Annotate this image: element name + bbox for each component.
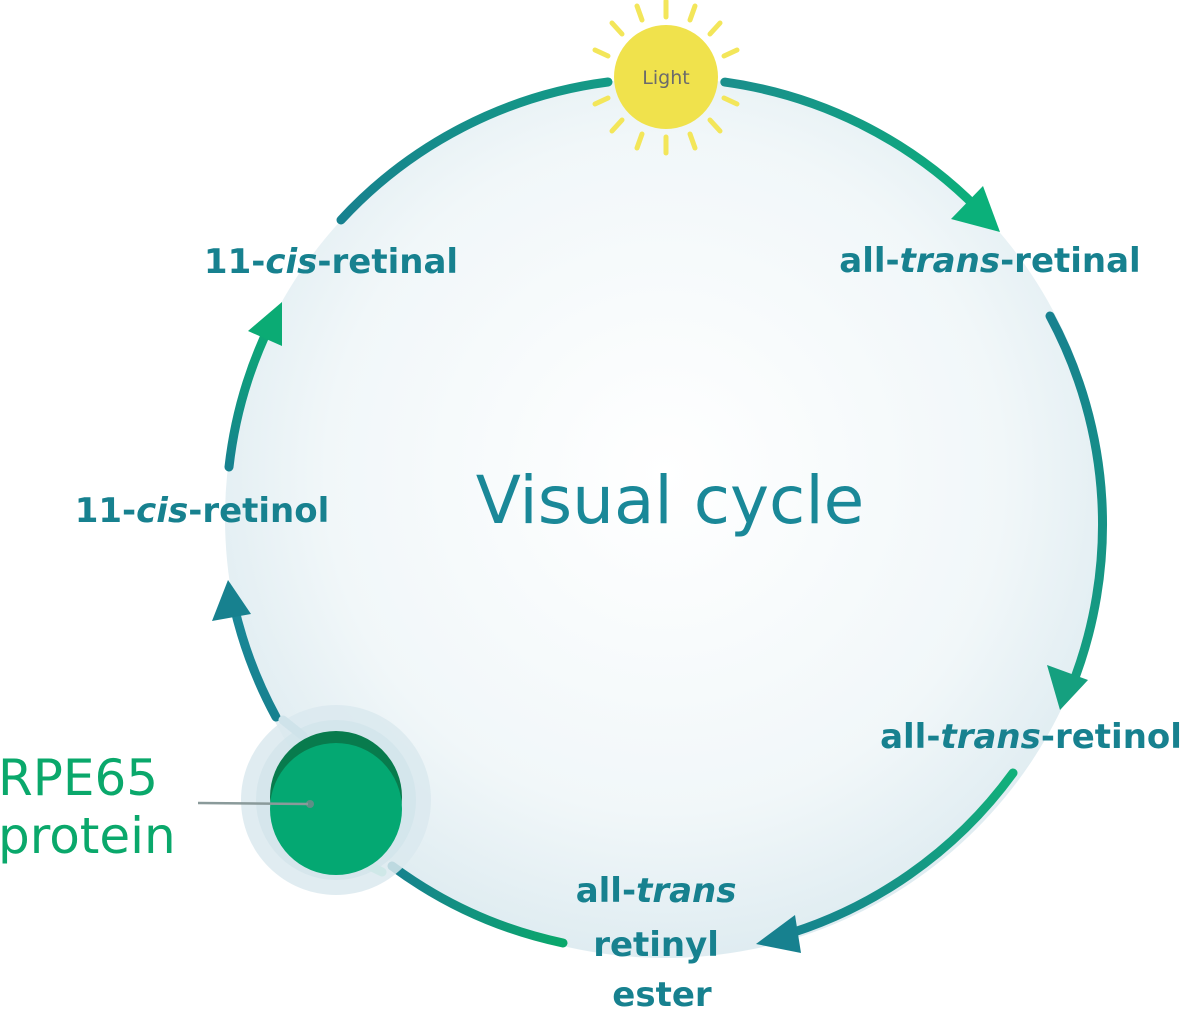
arc-all-trans-retinol-to-ester — [773, 768, 1018, 942]
rpe65-label: RPE65 protein — [0, 749, 176, 865]
diagram-title: Visual cycle — [476, 462, 865, 539]
rpe65-protein-node — [197, 705, 431, 895]
cycle-background-circle — [225, 78, 1105, 958]
label-11-cis-retinal: 11-cis-retinal — [204, 242, 458, 282]
arc-all-trans-retinal-to-retinol — [1045, 311, 1108, 693]
rpe65-pointer-dot — [306, 800, 314, 808]
arrowhead-all-trans-retinol — [1047, 665, 1088, 710]
arc-ester-to-rpe65 — [387, 861, 568, 948]
label-all-trans-retinal: all-trans-retinal — [839, 241, 1140, 281]
arrowhead-all-trans-retinal — [951, 186, 1000, 232]
sun-icon — [592, 0, 740, 156]
arc-light-to-all-trans-retinal — [720, 77, 982, 213]
arrowhead-11-cis-retinal — [248, 302, 282, 346]
label-all-trans-retinol: all-trans-retinol — [880, 717, 1182, 757]
rpe65-pointer-line — [197, 801, 309, 806]
arrowhead-11-cis-retinol — [212, 580, 251, 621]
arc-11-cis-retinal-to-light — [336, 77, 613, 225]
arrowhead-all-trans-retinyl-ester — [756, 915, 801, 953]
label-all-trans-retinyl-ester: all-trans retinyl ester — [576, 871, 749, 1010]
label-11-cis-retinol: 11-cis-retinol — [75, 491, 330, 531]
light-label: Light — [642, 67, 689, 89]
